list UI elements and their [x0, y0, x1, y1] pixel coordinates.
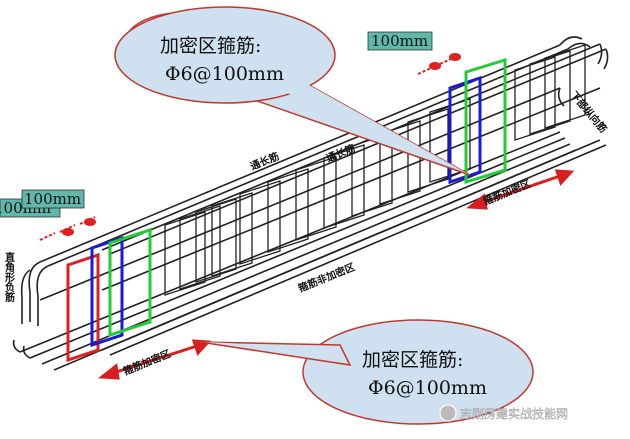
spacing-tag-left-upper: 100mm — [21, 189, 85, 209]
callout-top-line2: Φ6@100mm — [165, 63, 284, 85]
watermark-text: 志刚房建实战技能网 — [460, 406, 568, 421]
right-angle-negative-label: 直角形负筋 — [3, 251, 16, 303]
callout-bottom: 加密区箍筋: Φ6@100mm — [199, 319, 534, 425]
spacing-tag-top: 100mm — [367, 31, 433, 51]
zone-arrows — [97, 169, 575, 380]
spacing-markers — [39, 53, 461, 241]
left-green-stirrup — [108, 227, 152, 338]
right-green-stirrup — [464, 57, 507, 185]
through-bar-label-1: 通长筋 — [248, 149, 281, 172]
right-dense-stirrups — [448, 57, 507, 185]
callout-top-line1: 加密区箍筋: — [160, 35, 261, 57]
wechat-icon — [439, 404, 457, 422]
rebar-cage — [12, 36, 609, 371]
left-red-stirrup — [66, 252, 100, 363]
dense-zone-label-right: 箍筋加密区 — [481, 177, 532, 208]
spacing-tag-left-upper-text: 100mm — [24, 190, 81, 208]
cage-labels: 通长筋 通长筋 下部纵向筋 箍筋非加密区 箍筋加密区 箍筋加密区 直角形负筋 — [3, 89, 610, 378]
callout-top: 加密区箍筋: Φ6@100mm — [114, 6, 471, 176]
left-dense-stirrups — [66, 227, 152, 363]
non-dense-zone-label: 箍筋非加密区 — [296, 260, 357, 295]
right-blue-stirrup — [448, 75, 482, 185]
callout-bottom-line1: 加密区箍筋: — [362, 349, 463, 371]
callout-bottom-line2: Φ6@100mm — [368, 377, 487, 399]
dense-zone-label-left: 箍筋加密区 — [121, 347, 172, 378]
spacing-tag-top-text: 100mm — [371, 32, 428, 50]
bottom-longitudinal-label: 下部纵向筋 — [568, 89, 610, 136]
watermark: 志刚房建实战技能网 — [439, 404, 568, 422]
